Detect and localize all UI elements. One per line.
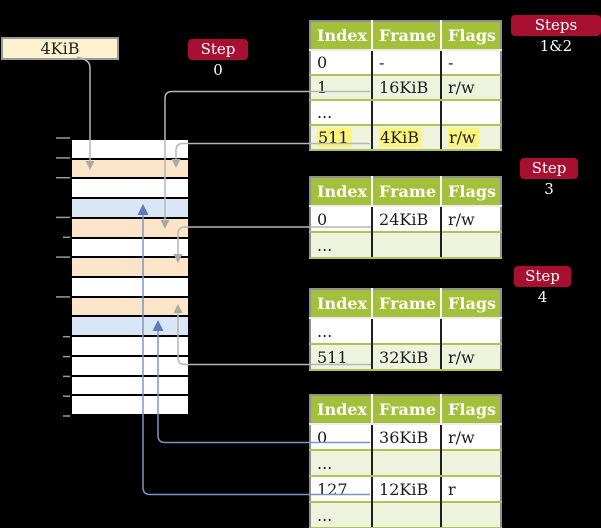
cell-flags xyxy=(441,100,502,125)
page-table-3: Index Frame Flags ... 511 32KiB r/w xyxy=(309,288,503,371)
cell-index: 511 xyxy=(310,343,374,371)
cell-index: 0 xyxy=(310,50,374,75)
cell-index: 127 xyxy=(310,476,374,502)
col-header-index: Index xyxy=(310,21,374,51)
memory-row-free xyxy=(72,140,188,160)
cell-flags: r/w xyxy=(441,424,502,450)
cell-frame: 36KiB xyxy=(372,424,443,450)
memory-row-page-table xyxy=(72,258,188,279)
cell-flags: r/w xyxy=(441,124,502,151)
table-header-row: Index Frame Flags xyxy=(310,289,502,319)
cell-flags: r/w xyxy=(441,206,502,232)
cell-index: 0 xyxy=(310,424,374,450)
table-header-row: Index Frame Flags xyxy=(310,395,502,425)
cell-index: ... xyxy=(310,100,374,125)
cell-flags: r/w xyxy=(441,74,502,101)
badge-steps-1-2: Steps 1&2 xyxy=(511,15,601,55)
col-header-index: Index xyxy=(310,177,374,207)
page-table-4: Index Frame Flags 0 36KiB r/w ... 127 12… xyxy=(309,394,503,528)
col-header-flags: Flags xyxy=(441,177,502,207)
col-header-frame: Frame xyxy=(372,177,443,207)
badge-step3: Step 3 xyxy=(520,158,578,198)
cell-index: ... xyxy=(310,231,374,259)
memory-row-free xyxy=(72,337,188,357)
cell-frame: 16KiB xyxy=(372,74,443,101)
highlight: 511 xyxy=(317,128,352,147)
cell-frame: 12KiB xyxy=(372,476,443,502)
cell-flags: r/w xyxy=(441,343,502,371)
table-row: 0 36KiB r/w xyxy=(310,424,502,450)
cell-frame xyxy=(372,318,443,344)
col-header-frame: Frame xyxy=(372,21,443,51)
cell-index: ... xyxy=(310,318,374,344)
cell-frame xyxy=(372,449,443,477)
memory-tick-marks xyxy=(56,137,70,417)
table-row: 0 24KiB r/w xyxy=(310,206,502,232)
table-row: 511 32KiB r/w xyxy=(310,343,502,371)
memory-row-page-table xyxy=(72,218,188,239)
cell-frame xyxy=(372,231,443,259)
highlight: r/w xyxy=(448,128,479,147)
table-row: ... xyxy=(310,100,502,125)
cell-flags xyxy=(441,449,502,477)
cell-index: 511 xyxy=(310,124,374,151)
cell-frame: 24KiB xyxy=(372,206,443,232)
memory-row-page-table xyxy=(72,159,188,180)
table-row: ... xyxy=(310,318,502,344)
cell-index: ... xyxy=(310,449,374,477)
frame-box-4kib: 4KiB xyxy=(1,37,119,60)
table-row: ... xyxy=(310,501,502,528)
col-header-index: Index xyxy=(310,395,374,425)
table-header-row: Index Frame Flags xyxy=(310,177,502,207)
memory-row-free xyxy=(72,376,188,397)
highlight: 4KiB xyxy=(379,128,423,147)
table-row: ... xyxy=(310,231,502,259)
cell-flags xyxy=(441,231,502,259)
col-header-frame: Frame xyxy=(372,395,443,425)
col-header-index: Index xyxy=(310,289,374,319)
table-row: ... xyxy=(310,449,502,477)
col-header-flags: Flags xyxy=(441,395,502,425)
cell-frame xyxy=(372,501,443,528)
memory-row-free xyxy=(72,356,188,377)
memory-row-free xyxy=(72,278,188,298)
page-table-1: Index Frame Flags 0 - - 1 16KiB r/w ... xyxy=(309,20,503,151)
table-header-row: Index Frame Flags xyxy=(310,21,502,51)
cell-frame: 4KiB xyxy=(372,124,443,151)
col-header-frame: Frame xyxy=(372,289,443,319)
table-row: 1 16KiB r/w xyxy=(310,74,502,101)
col-header-flags: Flags xyxy=(441,289,502,319)
memory-row-mapped xyxy=(72,317,188,338)
memory-row-free xyxy=(72,179,188,200)
cell-index: 0 xyxy=(310,206,374,232)
cell-flags xyxy=(441,318,502,344)
badge-step0: Step 0 xyxy=(188,39,248,79)
cell-flags: - xyxy=(441,50,502,75)
cell-frame xyxy=(372,100,443,125)
cell-flags: r xyxy=(441,476,502,502)
cell-frame: 32KiB xyxy=(372,343,443,371)
badge-step4: Step 4 xyxy=(514,266,571,306)
table-row-highlighted: 511 4KiB r/w xyxy=(310,124,502,151)
cell-index: ... xyxy=(310,501,374,528)
cell-flags xyxy=(441,501,502,528)
memory-row-free xyxy=(72,396,188,415)
memory-column xyxy=(70,138,190,416)
memory-row-free xyxy=(72,238,188,259)
table-row: 0 - - xyxy=(310,50,502,75)
memory-row-page-table xyxy=(72,297,188,318)
table-row: 127 12KiB r xyxy=(310,476,502,502)
col-header-flags: Flags xyxy=(441,21,502,51)
memory-row-mapped xyxy=(72,199,188,219)
cell-frame: - xyxy=(372,50,443,75)
page-table-2: Index Frame Flags 0 24KiB r/w ... xyxy=(309,176,503,259)
cell-index: 1 xyxy=(310,74,374,101)
